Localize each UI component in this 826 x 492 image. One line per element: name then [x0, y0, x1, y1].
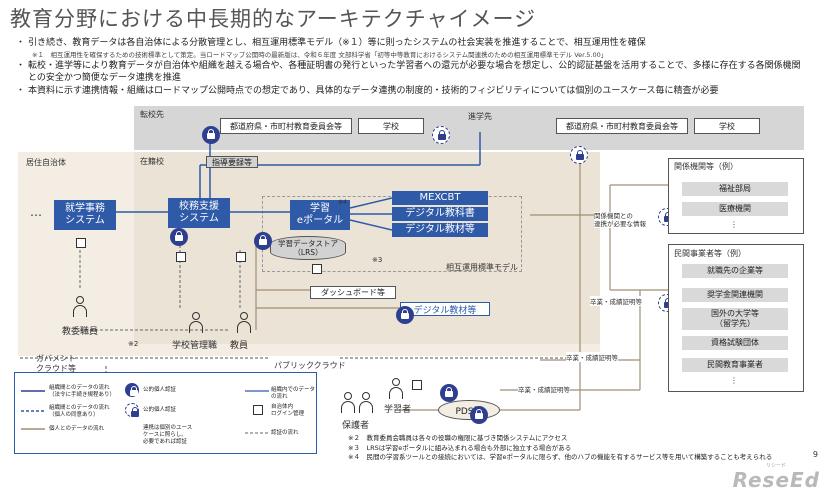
school-admin-label: 学校管理職 — [172, 341, 218, 351]
logo-sub: リシード — [765, 463, 786, 469]
guardian-person-icon — [340, 392, 356, 414]
login-square-icon — [176, 252, 186, 262]
graduation-cert-label-1: 卒業・成績証明等 — [590, 296, 642, 306]
bullet-note: ※１ 相互運用性を確保するための技術標準として策定。当ロードマップ公開時の最新版… — [32, 50, 608, 59]
login-square-icon — [253, 405, 263, 415]
enrolled-school-label: 在籍校 — [140, 157, 164, 166]
transfer-out-label: 転校先 — [140, 110, 164, 119]
page-number: 9 — [812, 450, 818, 459]
guardian2-person-icon — [358, 392, 374, 414]
mexcbt-box: MEXCBT — [392, 191, 488, 205]
bullet-list: 引き続き、教育データは各自治体による分散管理とし、相互運用標準モデル（※１）等に… — [16, 37, 808, 98]
school-support-system-box: 校務支援 システム — [168, 198, 230, 228]
login-square-icon — [236, 252, 246, 262]
legend-panel: 組織間とのデータの流れ （法令に手続き規程あり） 組織間とのデータの流れ （個人… — [14, 372, 317, 454]
legend-public-auth: 公的個人認証 — [143, 387, 177, 393]
lock-dashed-icon — [125, 403, 139, 417]
lock-dashed-icon — [570, 146, 588, 164]
footnote-2: ※２ 教育委員会職員は各々の役職の権限に基づき関係システムにアクセス — [348, 434, 568, 442]
private-orgs-title: 民間事業者等（例） — [674, 249, 746, 258]
advance-pref-box: 都道府県・市町村教育委員会等 — [556, 118, 688, 134]
login-square-icon — [412, 380, 422, 390]
private-org-item: 奨学金関連機関 — [682, 288, 788, 302]
enrollment-system-box: 就学事務 システム — [54, 200, 116, 230]
school-zone — [134, 152, 600, 344]
transfer-out-school-box: 学校 — [358, 118, 424, 134]
legend-lines — [21, 390, 269, 434]
guidance-records-box: 指導要録等 — [206, 156, 258, 168]
teacher-person-icon — [236, 312, 252, 334]
related-orgs-panel — [668, 158, 804, 234]
lrs-box: 学習データストア （LRS） — [270, 236, 346, 260]
learner-person-icon — [388, 378, 404, 400]
learner-label: 学習者 — [384, 405, 412, 415]
digital-textbook-box: デジタル教科書 — [392, 207, 488, 221]
bullet-1: 引き続き、教育データは各自治体による分散管理とし、相互運用標準モデル（※１）等に… — [16, 37, 808, 50]
legend-org-flow: 組織間とのデータの流れ （法令に手続き規程あり） — [49, 385, 116, 398]
digital-materials-box: デジタル教材等 — [392, 223, 488, 237]
interop-model-label: 相互運用標準モデル — [446, 263, 518, 272]
footnote-3: ※３ LRSは学習eポータルに組み込まれる場合も外部に独立する場合がある — [348, 443, 572, 452]
lock-icon — [470, 406, 488, 424]
private-org-item: 国外の大学等 （留学先） — [682, 308, 788, 330]
public-cloud-label: パブリッククラウド — [274, 361, 346, 370]
note2-label: ※2 — [128, 340, 139, 348]
lock-icon — [202, 126, 220, 144]
board-staff-person-icon — [72, 296, 88, 318]
related-org-more: ⋮ — [730, 220, 738, 229]
lock-icon — [254, 232, 272, 250]
pds-box: PDS等 — [438, 400, 500, 420]
graduation-cert-label-3: 卒業・成績証明等 — [518, 384, 570, 394]
lock-icon — [396, 306, 414, 324]
private-org-item: 資格試験団体 — [682, 336, 788, 350]
residence-label: 居住自治体 — [26, 158, 66, 167]
related-orgs-title: 関係機関等（例） — [674, 162, 738, 171]
footnotes: ※２ 教育委員会職員は各々の役職の権限に基づき関係システムにアクセス ※３ LR… — [348, 434, 772, 463]
graduation-cert-label-2: 卒業・成績証明等 — [566, 352, 618, 362]
related-org-item: 福祉部局 — [682, 182, 788, 196]
advance-label: 進学先 — [468, 112, 492, 121]
dashboard-box: ダッシュボード等 — [310, 286, 396, 299]
private-org-item: 就職先の企業等 — [682, 264, 788, 278]
legend-personal-flow: 個人とのデータの流れ — [49, 426, 104, 432]
private-org-more: ⋮ — [730, 376, 738, 385]
board-staff-label: 教委職員 — [62, 327, 99, 337]
bullet-3: 本資料に示す連携情報・組織はロードマップ公開時点での想定であり、具体的なデータ連… — [16, 85, 808, 98]
ellipsis-label: … — [30, 205, 42, 219]
note3-label: ※3 — [372, 256, 383, 264]
guardian-label: 保護者 — [342, 421, 370, 431]
page-title: 教育分野における中長期的なアーキテクチャイメージ — [10, 7, 537, 31]
lock-icon — [170, 228, 188, 246]
lock-icon — [440, 384, 458, 402]
private-org-item: 民間教育事業者 — [682, 358, 788, 372]
legend-login-mgmt: 自治体内 ログイン管理 — [271, 404, 305, 417]
lock-icon — [125, 383, 139, 397]
login-square-icon — [312, 264, 322, 274]
school-admin-person-icon — [188, 312, 204, 334]
note4-label: ※4 — [338, 199, 347, 206]
login-square-icon — [76, 238, 86, 248]
teacher-label: 教員 — [230, 341, 249, 351]
legend-case-note: 連携は個別のユース ケースに照らし、 必要であれば認証 — [143, 425, 193, 445]
legend-auth-flow: 認証の流れ — [271, 430, 299, 436]
logo: ReseEd — [732, 468, 820, 492]
learning-portal-box: 学習 eポータル — [290, 200, 350, 230]
bullet-2: 転校・進学等により教育データが自治体や組織を越える場合や、各種証明書の発行といっ… — [16, 60, 808, 85]
footnote-4: ※４ 民間の学習系ツールとの接続においては、学習eポータルに限らず、他のハブの機… — [348, 453, 773, 461]
lock-dashed-icon — [432, 126, 450, 144]
legend-intra-flow: 組織内でのデータの流れ — [271, 387, 316, 400]
legend-public-auth-dash: 公的個人認証 — [143, 407, 177, 413]
related-info-label: 関係機関との 連携が必要な情報 — [594, 212, 646, 228]
transfer-out-pref-box: 都道府県・市町村教育委員会等 — [220, 118, 352, 134]
legend-org-flow-consent: 組織間とのデータの流れ （個人の同意あり） — [49, 405, 110, 418]
advance-school-box: 学校 — [694, 118, 760, 134]
related-org-item: 医療機関 — [682, 202, 788, 216]
